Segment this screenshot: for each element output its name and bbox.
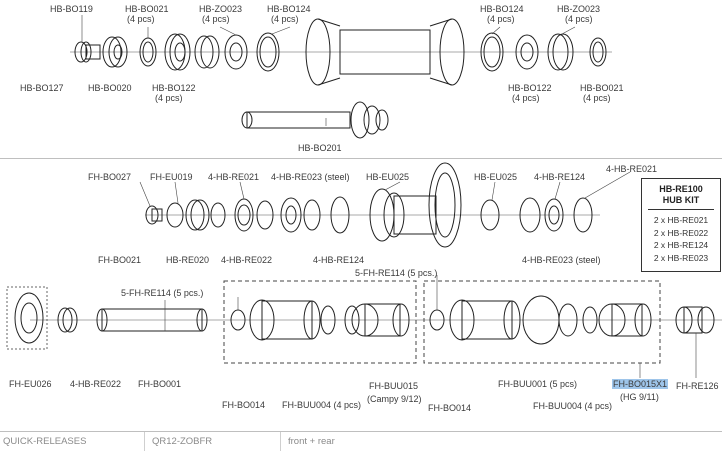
label-hb-bo127: HB-BO127 (20, 83, 64, 93)
label-fh-bo001: FH-BO001 (138, 379, 182, 389)
label-hb-re021-left: 4-HB-RE021 (208, 172, 260, 182)
label-fh-re114-left: 5-FH-RE114 (5 pcs.) (121, 288, 204, 298)
label-hb-re022-mid: 4-HB-RE022 (221, 255, 273, 265)
label-fh-bo027: FH-BO027 (88, 172, 132, 182)
rear-hub-parts (145, 162, 600, 248)
label-fh-bo015x1: FH-BO015X1 (612, 379, 669, 389)
kit-item: 2 x HB-RE022 (653, 227, 709, 238)
label-fh-bo014-right: FH-BO014 (428, 403, 472, 413)
label-hb-re023-left: 4-HB-RE023 (steel) (271, 172, 350, 182)
label-hb-eu025-left: HB-EU025 (366, 172, 410, 182)
label-hb-bo124-left-qty: (4 pcs) (271, 14, 299, 24)
label-hb-re020: HB-RE020 (166, 255, 210, 265)
label-fh-bo021: FH-BO021 (98, 255, 142, 265)
label-hb-zo023-right-qty: (4 pcs) (565, 14, 593, 24)
leader-lines (81, 15, 697, 378)
label-hb-bo021-top-qty: (4 pcs) (127, 14, 155, 24)
label-hb-bo021-top: HB-BO021 (125, 4, 169, 14)
label-fh-buu004-left: FH-BUU004 (4 pcs) (282, 400, 362, 410)
front-hub-parts (70, 18, 612, 139)
label-hb-re124-top: 4-HB-RE124 (534, 172, 586, 182)
label-hb-bo122-right-qty: (4 pcs) (512, 93, 540, 103)
label-hb-re021-right: 4-HB-RE021 (606, 164, 658, 174)
label-fh-eu019: FH-EU019 (150, 172, 193, 182)
label-hb-bo122-left: HB-BO122 (152, 83, 196, 93)
label-hb-bo124-right: HB-BO124 (480, 4, 524, 14)
freehub-parts (6, 280, 722, 364)
label-hb-bo020: HB-BO020 (88, 83, 132, 93)
section-divider-top (0, 158, 722, 159)
kit-subtitle: HUB KIT (662, 195, 700, 205)
label-hb-re124-bottom: 4-HB-RE124 (313, 255, 365, 265)
label-hb-bo124-left: HB-BO124 (267, 4, 311, 14)
kit-item: 2 x HB-RE124 (653, 240, 709, 250)
label-fh-re126: FH-RE126 (676, 381, 719, 391)
label-hb-zo023-left: HB-ZO023 (199, 4, 243, 14)
hub-kit-box: HB-RE100 HUB KIT 2 x HB-RE021 2 x HB-RE0… (641, 178, 721, 272)
footer-description: front + rear (288, 436, 335, 447)
kit-rule (648, 209, 714, 210)
label-hb-re023-right: 4-HB-RE023 (steel) (522, 255, 601, 265)
kit-item: 2 x HB-RE021 (653, 215, 709, 225)
label-hb-eu025-right: HB-EU025 (474, 172, 518, 182)
footer-divider-2 (280, 432, 281, 451)
label-fh-bo014-left: FH-BO014 (222, 400, 266, 410)
kit-title: HB-RE100 (659, 184, 703, 194)
label-hb-re022-bottom: 4-HB-RE022 (70, 379, 122, 389)
label-hb-bo201: HB-BO201 (298, 143, 342, 153)
label-hb-bo021-right: HB-BO021 (580, 83, 624, 93)
kit-item: 2 x HB-RE023 (653, 252, 709, 263)
label-hb-bo124-right-qty: (4 pcs) (487, 14, 515, 24)
footer-row: QUICK-RELEASES QR12-ZOBFR front + rear (0, 432, 722, 451)
label-fh-buu004-right: FH-BUU004 (4 pcs) (533, 401, 613, 411)
label-hb-bo021-right-qty: (4 pcs) (583, 93, 611, 103)
label-fh-eu026: FH-EU026 (9, 379, 52, 389)
footer-divider (0, 431, 722, 432)
label-fh-buu001: FH-BUU001 (5 pcs) (498, 379, 578, 389)
label-fh-bo015x1-text: FH-BO015X1 (612, 379, 669, 389)
label-fh-buu015: FH-BUU015 (369, 381, 419, 391)
footer-code: QR12-ZOBFR (152, 436, 213, 447)
label-fh-re114-right: 5-FH-RE114 (5 pcs.) (355, 268, 438, 278)
label-hb-bo122-left-qty: (4 pcs) (155, 93, 183, 103)
footer-category: QUICK-RELEASES (3, 436, 87, 447)
label-hb-zo023-left-qty: (4 pcs) (202, 14, 230, 24)
label-hb-bo119: HB-BO119 (50, 4, 93, 14)
label-hb-bo122-right: HB-BO122 (508, 83, 552, 93)
footer-divider-1 (144, 432, 145, 451)
label-fh-buu015-note: (Campy 9/12) (367, 394, 422, 404)
label-fh-bo015x1-note: (HG 9/11) (620, 392, 659, 402)
label-hb-zo023-right: HB-ZO023 (557, 4, 601, 14)
